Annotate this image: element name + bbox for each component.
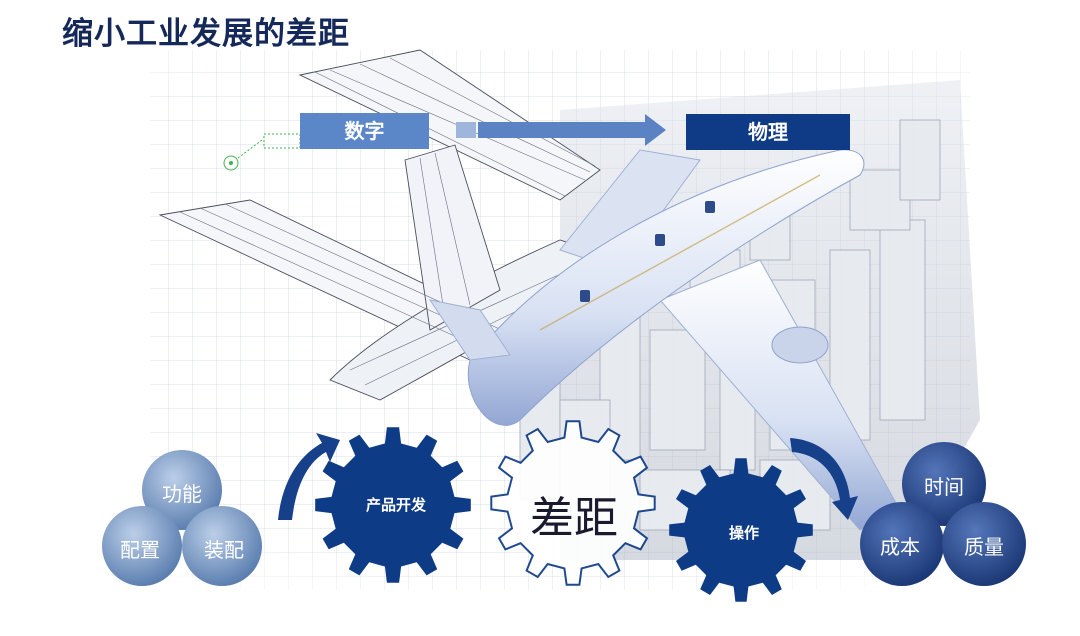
digital-label: 数字 [300, 113, 429, 149]
gear-center-label: 差距 [530, 493, 618, 544]
gear-center-icon [490, 420, 656, 586]
left-cluster [102, 450, 262, 586]
right-cluster [860, 442, 1026, 586]
right-arrow-icon [456, 114, 666, 146]
airplane-render-icon [428, 149, 901, 531]
gear-left-label: 产品开发 [365, 496, 426, 514]
physical-label: 物理 [686, 114, 850, 150]
gear-left-icon [315, 427, 471, 583]
gear-right-label: 操作 [728, 524, 759, 542]
right-cluster-left: 成本 [880, 535, 920, 559]
left-cluster-top: 功能 [162, 482, 202, 506]
left-cluster-right: 装配 [204, 538, 244, 562]
curved-arrow-right-icon [790, 438, 858, 520]
right-cluster-top: 时间 [924, 475, 964, 499]
left-cluster-left: 配置 [120, 538, 160, 562]
page-title: 缩小工业发展的差距 [62, 16, 350, 52]
curved-arrow-left-icon [278, 433, 340, 520]
crosshair-icon [223, 133, 301, 171]
right-cluster-right: 质量 [964, 535, 1004, 559]
gear-right-icon [669, 458, 813, 602]
